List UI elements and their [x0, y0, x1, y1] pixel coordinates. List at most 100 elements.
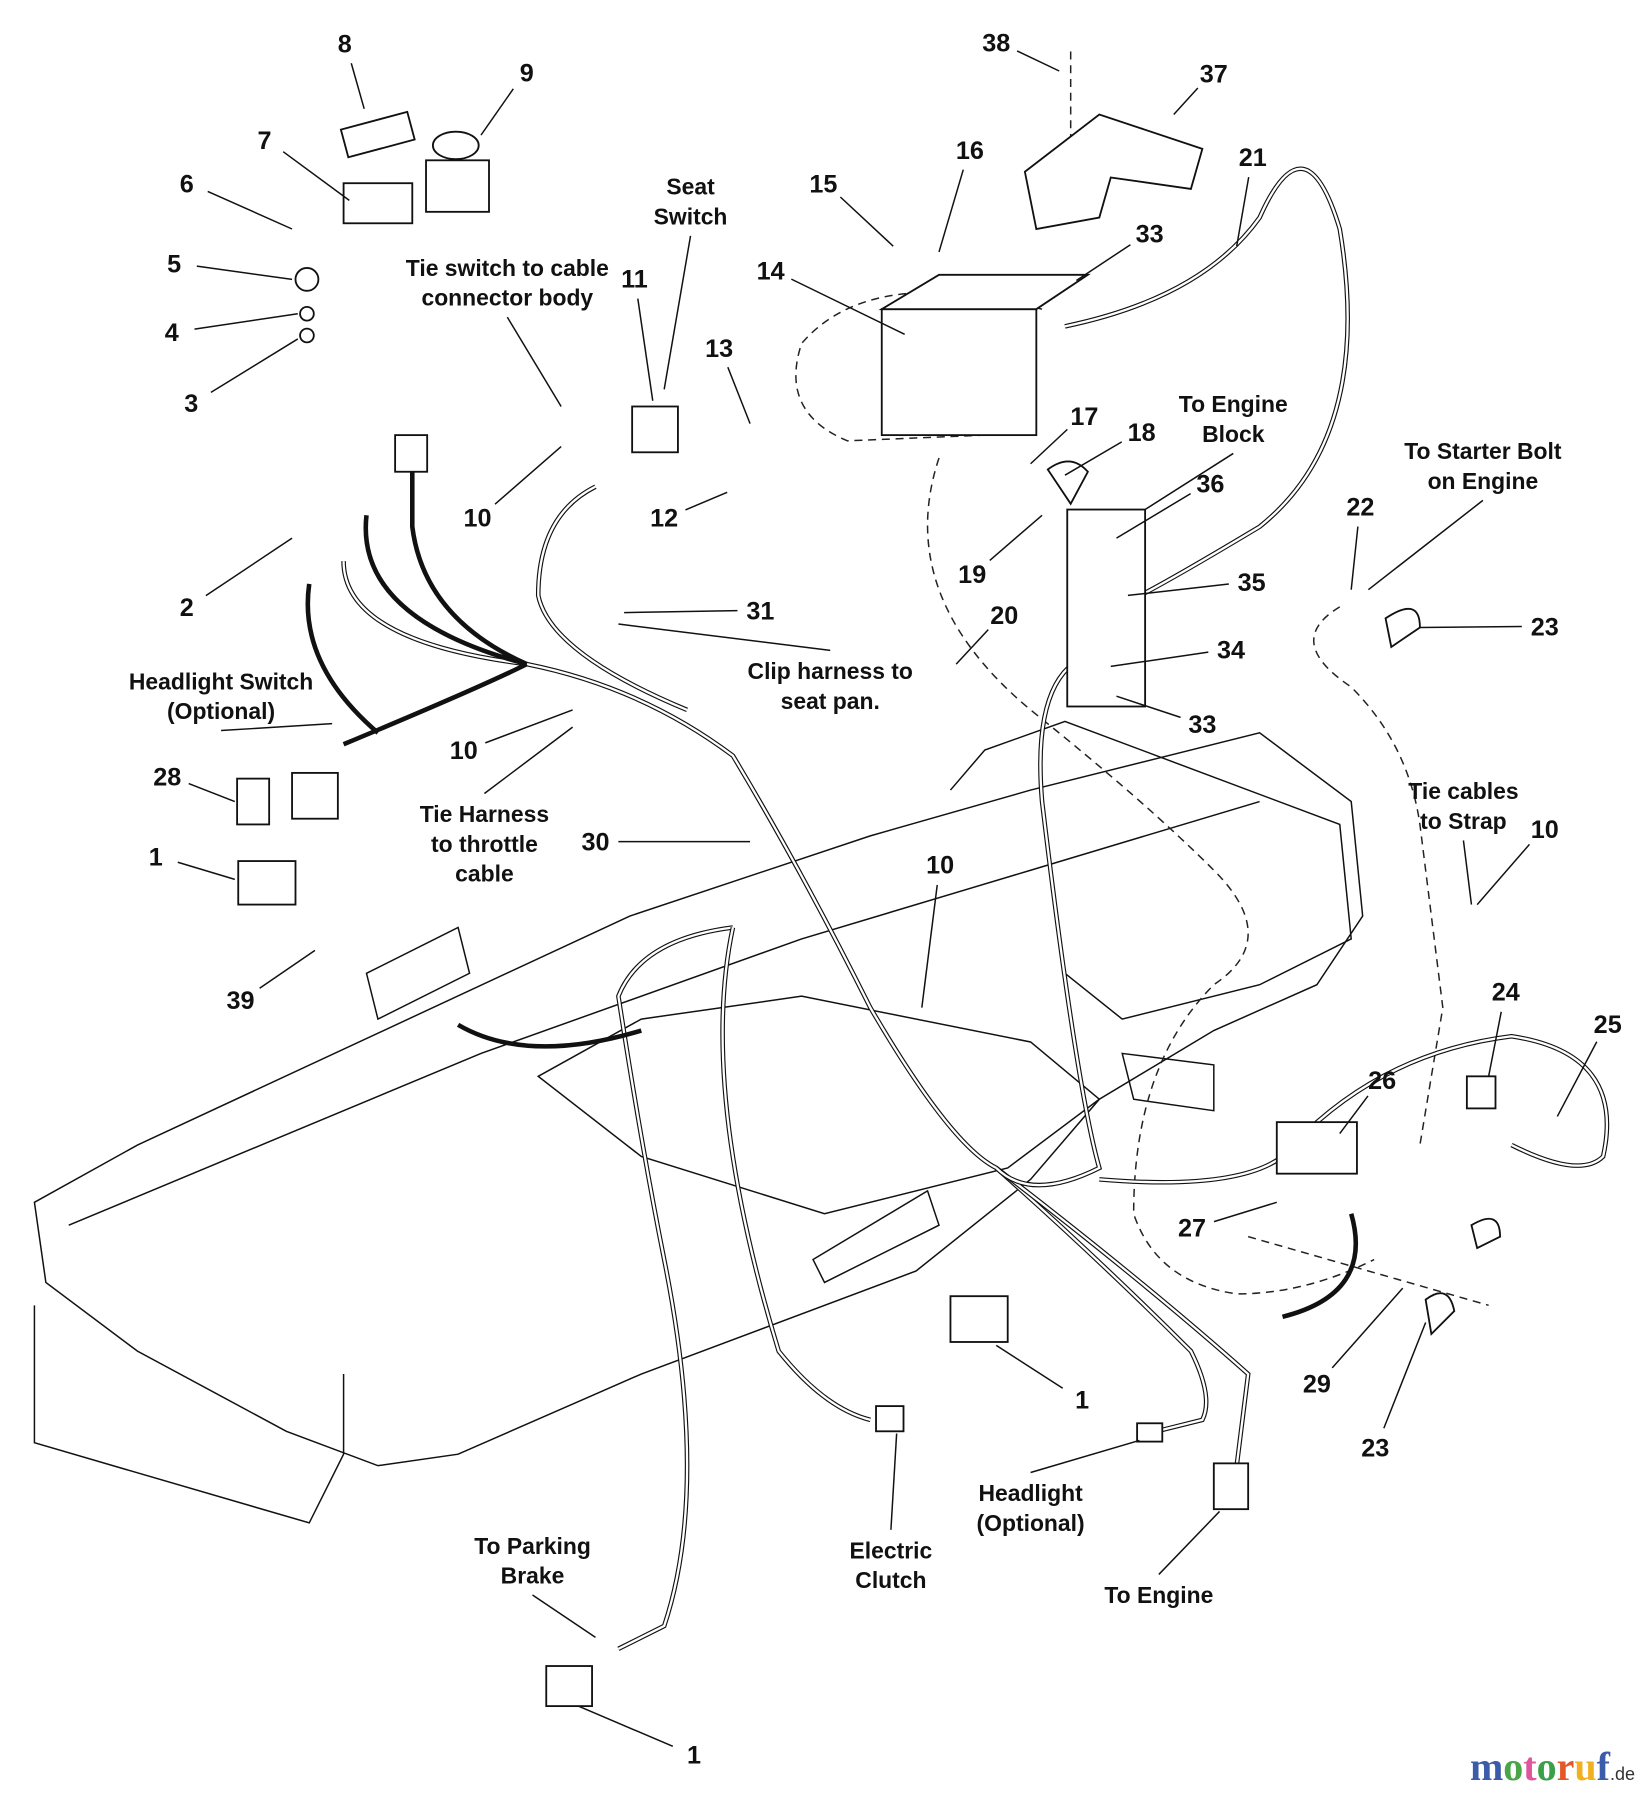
callout-33: 33 — [1136, 221, 1164, 249]
leader-line — [1419, 625, 1522, 629]
callout-37: 37 — [1200, 60, 1228, 88]
callout-30: 30 — [581, 829, 609, 857]
leader-line — [839, 196, 894, 247]
leader-line — [483, 726, 574, 795]
leader-line — [995, 1344, 1064, 1389]
callout-1: 1 — [687, 1741, 701, 1769]
fuse-holder — [1465, 1075, 1497, 1110]
callout-29: 29 — [1303, 1370, 1331, 1398]
leader-line — [890, 1433, 898, 1530]
callout-13: 13 — [705, 335, 733, 363]
leader-line — [1556, 1041, 1598, 1117]
callout-38: 38 — [982, 30, 1010, 58]
leader-line — [1339, 1095, 1369, 1135]
engine-block-hardware-box — [1066, 508, 1147, 708]
leader-line — [194, 313, 298, 330]
leader-line — [1350, 526, 1359, 590]
leader-line — [1016, 50, 1060, 72]
leader-line — [1144, 452, 1234, 511]
callout-9: 9 — [520, 59, 534, 87]
brake-switch — [545, 1665, 593, 1708]
leader-line — [494, 446, 562, 505]
callout-20: 20 — [990, 602, 1018, 630]
ignition-module — [237, 860, 297, 906]
nut — [299, 305, 315, 322]
callout-16: 16 — [956, 137, 984, 165]
callout-25: 25 — [1594, 1011, 1622, 1039]
callout-10: 10 — [464, 505, 492, 533]
callout-39: 39 — [227, 987, 255, 1015]
callout-4: 4 — [165, 319, 179, 347]
seat-switch — [631, 405, 679, 454]
leader-line — [485, 709, 573, 744]
leader-line — [350, 63, 365, 109]
leader-line — [196, 265, 293, 281]
leader-line — [1064, 441, 1123, 476]
callout-18: 18 — [1128, 419, 1156, 447]
parts — [236, 110, 1501, 1708]
rocker-switch — [236, 777, 271, 826]
pto-switch — [425, 159, 490, 213]
leader-line — [1116, 695, 1181, 719]
callout-10: 10 — [926, 852, 954, 880]
callout-numbers: 8976543212839101011131214151638373321171… — [149, 30, 1622, 1770]
callout-3: 3 — [184, 390, 198, 418]
label-to-engine: To Engine — [1104, 1582, 1213, 1608]
label-headlight-optional: Headlight(Optional) — [977, 1480, 1085, 1536]
leader-line — [282, 151, 350, 201]
leader-line — [188, 782, 236, 803]
light-module — [949, 1295, 1009, 1343]
leader-line — [205, 537, 293, 597]
leader-line — [1075, 244, 1131, 282]
leader-line — [1235, 177, 1250, 247]
callout-15: 15 — [809, 170, 837, 198]
leader-line — [532, 1594, 596, 1639]
leader-line — [1158, 1510, 1221, 1575]
leader-line — [989, 514, 1043, 562]
leader-line — [1462, 840, 1473, 905]
leader-line — [1331, 1287, 1404, 1369]
callout-1: 1 — [1075, 1386, 1089, 1414]
leader-line — [791, 278, 905, 336]
callout-26: 26 — [1368, 1067, 1396, 1095]
leader-line — [663, 235, 692, 390]
callout-24: 24 — [1492, 979, 1520, 1007]
callout-33: 33 — [1188, 711, 1216, 739]
callout-36: 36 — [1196, 470, 1224, 498]
terminal-boot — [1046, 460, 1089, 506]
terminal-boot — [1424, 1292, 1456, 1336]
battery-top — [878, 273, 1091, 311]
washer — [299, 327, 315, 344]
leader-lines — [177, 50, 1598, 1747]
engine-connector — [1212, 1462, 1250, 1511]
pto-knob — [431, 130, 480, 161]
leader-line — [1487, 1011, 1502, 1077]
battery-cover — [1023, 113, 1204, 231]
leader-line — [1030, 1439, 1140, 1474]
leader-line — [578, 1705, 674, 1747]
leader-line — [259, 949, 316, 989]
leader-line — [177, 861, 236, 881]
leader-line — [221, 722, 333, 732]
key-switch-cover — [339, 110, 416, 159]
terminal-boot — [1384, 607, 1421, 649]
clutch-connector — [875, 1405, 905, 1433]
leader-line — [480, 88, 514, 136]
watermark-logo: motoruf.de — [1469, 1744, 1635, 1789]
callout-7: 7 — [258, 127, 272, 155]
callout-28: 28 — [153, 763, 181, 791]
leader-line — [1030, 428, 1068, 465]
leader-line — [624, 609, 738, 614]
leader-line — [637, 298, 654, 401]
callout-31: 31 — [746, 597, 774, 625]
leader-line — [955, 629, 989, 665]
leader-line — [685, 491, 728, 511]
